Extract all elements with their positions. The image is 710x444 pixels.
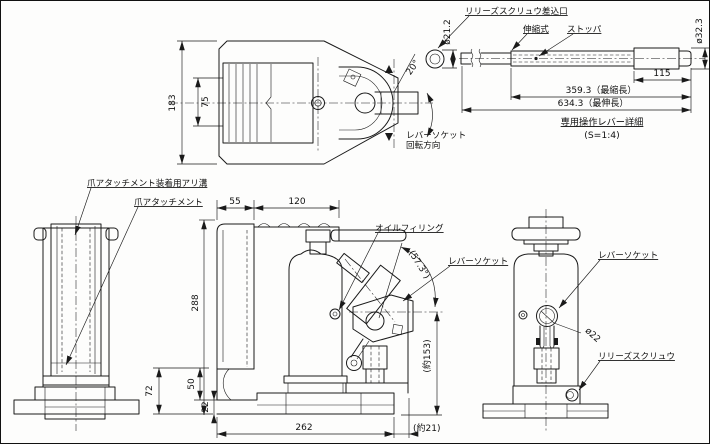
- dim-183-label: 183: [168, 94, 178, 111]
- dim-75-label: 75: [201, 96, 211, 107]
- lever-detail-title: 専用操作レバー詳細: [561, 116, 644, 128]
- oil-filling-port-icon: [329, 308, 341, 320]
- oil-filling-label: オイルフィリング: [375, 222, 444, 234]
- lever-detail-view: リリーズスクリュウ差込口 ø21.2 ø32.3 115 359.3（最縮長）: [425, 5, 709, 141]
- dim-288-label: 288: [191, 294, 201, 311]
- front-view: 55 120: [145, 197, 508, 438]
- release-screw-plan-icon: [343, 68, 362, 87]
- top-view: 183 75 20° レバーソケット 回転方向: [168, 40, 466, 165]
- lever-socket-label-front: レバーソケット: [448, 256, 508, 267]
- lever-socket-side-icon: [536, 305, 558, 327]
- rotation-arc-arrow-icon: [426, 92, 434, 138]
- dim-grip-dia-label: ø32.3: [695, 18, 705, 44]
- cylinder-outline: [288, 249, 343, 377]
- lever-detail-scale: (S=1:4): [584, 130, 620, 141]
- release-screw-port-label: リリーズスクリュウ差込口: [465, 5, 568, 17]
- dim-55-label: 55: [229, 197, 240, 207]
- rotation-direction-label-2: 回転方向: [406, 139, 440, 151]
- center-bolt-icon: [311, 96, 325, 110]
- lever-socket-knob-icon: [354, 92, 376, 114]
- dim-extended-label: 634.3（最伸長）: [558, 97, 629, 109]
- dim-21-label: (約21): [413, 422, 440, 434]
- claw-attachment-label: 爪アタッチメント: [134, 197, 203, 208]
- stopper-label: ストッパ: [567, 24, 602, 35]
- dim-22-label: 22: [201, 401, 211, 412]
- release-screw-icon: [565, 388, 579, 402]
- dim-57deg-label: (57.3°): [406, 249, 431, 281]
- lever-cross-section-icon: [425, 49, 445, 69]
- dim-262-label: 262: [295, 423, 312, 433]
- dim-rod-dia-label: ø21.2: [443, 19, 453, 45]
- dim-120-label: 120: [288, 197, 305, 207]
- lever-socket-front: [346, 264, 401, 325]
- release-screw-label: リリーズスクリュウ: [598, 350, 675, 362]
- dim-socket-dia-label: ø22: [583, 326, 602, 345]
- dim-20deg-label: 20°: [405, 58, 422, 77]
- carry-handle-icon: [330, 229, 407, 242]
- claw-attachment-view: 爪アタッチメント装着用アリ溝 爪アタッチメント: [13, 177, 208, 431]
- side-view: レバーソケット ø22 リリーズスクリュウ: [482, 209, 675, 431]
- dim-115-label: 115: [653, 69, 670, 79]
- dim-72-label: 72: [145, 385, 155, 396]
- dim-retracted-label: 359.3（最縮長）: [566, 84, 637, 96]
- dim-50-label: 50: [187, 378, 197, 390]
- rotation-direction-label-1: レバーソケット: [406, 130, 466, 141]
- lever-socket-label-side: レバーソケット: [598, 250, 658, 261]
- dovetail-groove-label: 爪アタッチメント装着用アリ溝: [87, 177, 208, 189]
- telescopic-label: 伸縮式: [523, 23, 549, 35]
- dim-153-label: (約153): [421, 339, 433, 372]
